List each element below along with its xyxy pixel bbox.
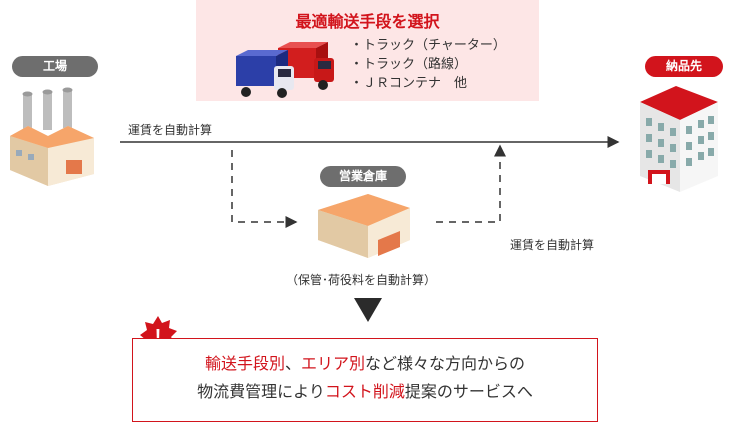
highlight-cost-reduction: コスト削減 xyxy=(324,382,405,401)
result-separator: 、 xyxy=(284,354,301,373)
building-icon xyxy=(640,86,718,192)
destination-label: 納品先 xyxy=(645,56,723,77)
factory-icon xyxy=(10,87,94,186)
truck-icon xyxy=(236,42,334,98)
route-label-direct: 運賃を自動計算 xyxy=(128,123,213,137)
factory-label: 工場 xyxy=(12,56,98,77)
result-text: 輸送手段別、エリア別など様々な方向からの 物流費管理によりコスト削減提案のサービ… xyxy=(132,350,598,406)
method-item: ・トラック（チャーター） xyxy=(350,38,506,53)
result-line-2-end: 提案のサービスへ xyxy=(404,382,533,401)
result-line-1: 輸送手段別、エリア別など様々な方向からの xyxy=(132,350,598,378)
result-line-1-rest: など様々な方向からの xyxy=(365,354,526,373)
result-line-2-start: 物流費管理により xyxy=(197,382,325,401)
method-item: ・トラック（路線） xyxy=(350,57,468,72)
method-item: ・ＪＲコンテナ 他 xyxy=(350,76,468,91)
warehouse-route-out-arrow xyxy=(436,144,506,223)
warehouse-route-in-arrow xyxy=(231,150,298,228)
warehouse-icon xyxy=(318,194,410,258)
transport-method-list: ・トラック（チャーター） ・トラック（路線） ・ＪＲコンテナ 他 xyxy=(350,36,506,93)
result-line-2: 物流費管理によりコスト削減提案のサービスへ xyxy=(132,378,598,406)
storage-fee-label: （保管･荷役料を自動計算） xyxy=(286,273,437,287)
panel-title: 最適輸送手段を選択 xyxy=(295,12,440,31)
warehouse-label: 営業倉庫 xyxy=(320,166,406,187)
svg-text:!: ! xyxy=(155,326,162,348)
down-arrow-icon xyxy=(354,298,382,322)
route-label-warehouse: 運賃を自動計算 xyxy=(510,238,595,252)
highlight-area: エリア別 xyxy=(301,354,366,373)
result-box xyxy=(132,338,598,422)
highlight-transport: 輸送手段別 xyxy=(204,354,285,373)
